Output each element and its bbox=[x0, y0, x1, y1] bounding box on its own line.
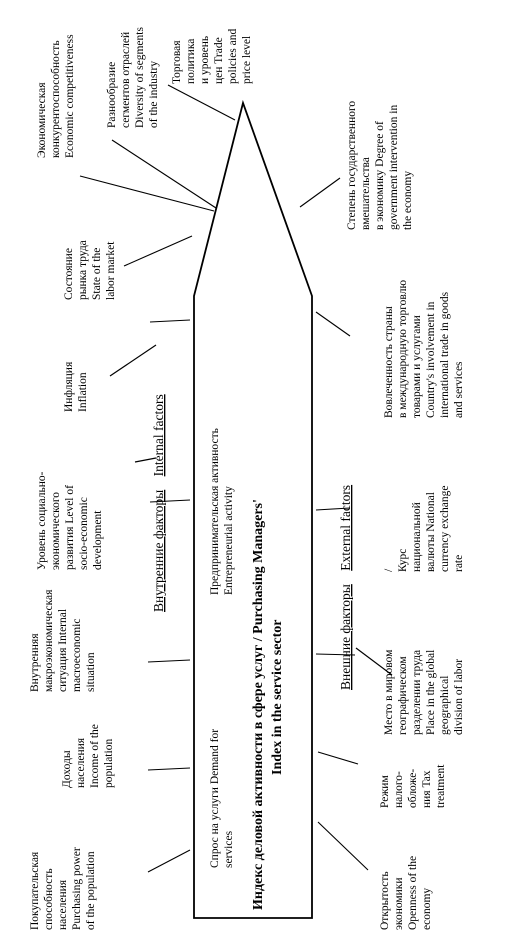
top-factor-socio-economic: Уровень социально- экономического развит… bbox=[36, 469, 104, 570]
internal-factors-ru: Внутренние факторы bbox=[151, 490, 166, 612]
arrow-labor bbox=[123, 235, 193, 267]
bottom-factor-global-division: Место в мировом географическом разделени… bbox=[383, 647, 465, 735]
top-factor-inflation: Инфляция Inflation bbox=[63, 359, 89, 412]
external-factors-ru: Внешние факторы bbox=[338, 584, 353, 690]
bottom-factor-openness: Открытость экономики Openness of the eco… bbox=[379, 853, 433, 930]
internal-factors-connector-2 bbox=[134, 457, 157, 463]
arrow-exchange-rate bbox=[315, 507, 351, 511]
internal-factors-label: Внутренние факторы Internal factors bbox=[151, 394, 166, 612]
arrow-socio bbox=[149, 499, 191, 503]
arrow-trade-involvement bbox=[315, 311, 351, 337]
index-title-line-1: Индекс деловой активности в сфере услуг … bbox=[251, 499, 266, 910]
right-factor-government-intervention: Степень государственного вмешательства в… bbox=[346, 98, 414, 230]
internal-factors-en: Internal factors bbox=[151, 394, 166, 476]
arrow-tax bbox=[317, 751, 359, 765]
arrow-inflation bbox=[149, 319, 191, 323]
inner-factor-entrepreneurial: Предпринимательская активность Entrepren… bbox=[209, 425, 235, 595]
arrow-macro bbox=[147, 659, 191, 663]
top-factor-labor-market: Состояние рынка труда State of the labor… bbox=[63, 237, 117, 300]
top-factor-industry-diversity: Разнообразие сегментов отраслей Diversit… bbox=[106, 24, 160, 128]
inner-factor-demand: Спрос на услуги Demand for services bbox=[209, 726, 235, 868]
bottom-factor-tax: Режим налого- обложе- ния Tax treatment bbox=[379, 764, 447, 808]
arrow-competitiveness bbox=[79, 175, 215, 212]
bottom-factor-exchange-rate: / Курс национальной валюты National curr… bbox=[383, 483, 465, 572]
top-factor-purchasing-power: Покупательская способность населения Pur… bbox=[29, 844, 97, 930]
arrow-trade-policy bbox=[167, 84, 236, 121]
top-factor-competitiveness: Экономическая конкурентоспособность Econ… bbox=[36, 34, 76, 158]
top-factor-trade-policy: Торговая политика и уровень цен Trade po… bbox=[171, 26, 253, 84]
external-factors-connector bbox=[355, 647, 393, 676]
top-factor-macro-situation: Внутренняя макроэкономическая ситуация I… bbox=[29, 587, 97, 692]
arrow-income bbox=[147, 767, 191, 771]
internal-factors-connector bbox=[109, 344, 157, 377]
arrow-government bbox=[299, 177, 341, 208]
arrow-purchasing-power bbox=[147, 849, 191, 873]
arrow-global-division bbox=[315, 653, 356, 656]
external-factors-label: Внешние факторы External factors bbox=[338, 485, 353, 690]
arrow-openness bbox=[317, 821, 369, 871]
bottom-factor-trade-involvement: Вовлеченность страны в международную тор… bbox=[383, 277, 465, 418]
top-factor-income: Доходы населения Income of the populatio… bbox=[61, 721, 115, 788]
factor-arrows bbox=[79, 84, 369, 873]
external-factors-en: External factors bbox=[338, 485, 353, 571]
index-title-line-2: Index in the service sector bbox=[270, 619, 285, 775]
central-arrow-shape bbox=[193, 99, 313, 919]
index-title: Индекс деловой активности в сфере услуг … bbox=[251, 496, 285, 910]
arrow-diversity bbox=[111, 139, 217, 209]
